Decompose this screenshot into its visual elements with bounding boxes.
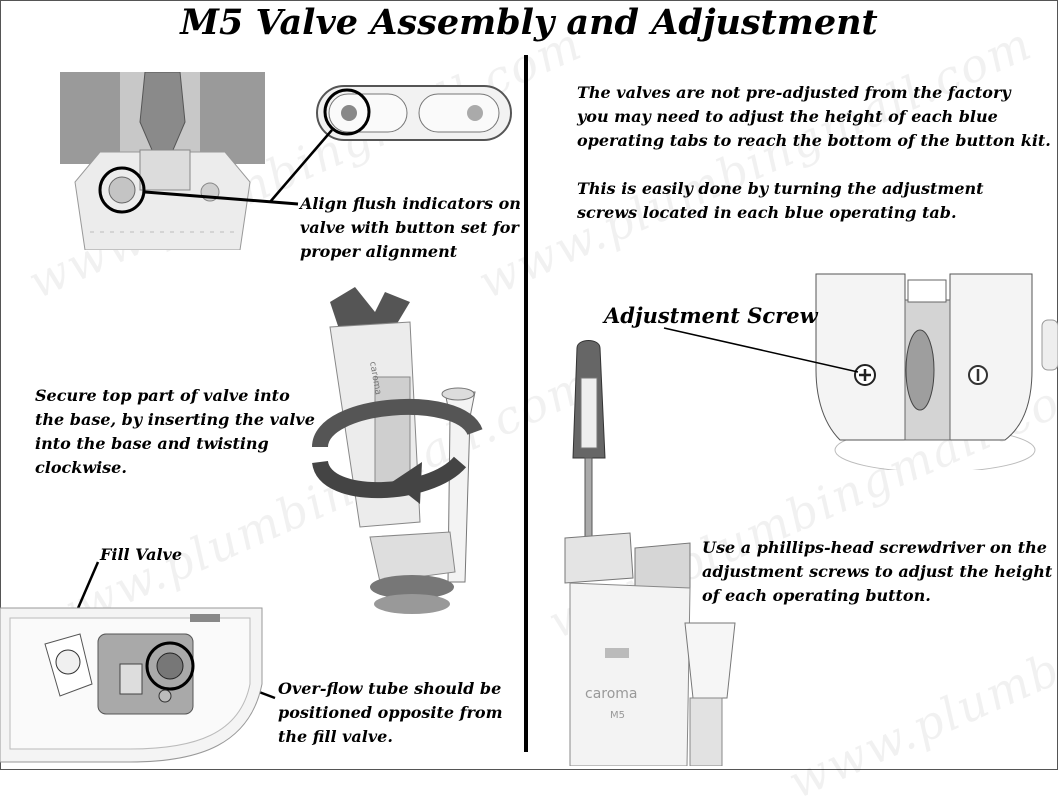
column-divider — [524, 55, 528, 752]
caption-adjustment-screw: Adjustment Screw — [604, 303, 818, 328]
valve-twist-photo: caroma — [300, 282, 490, 627]
caption-overflow: Over-flow tube should be positioned oppo… — [278, 679, 503, 746]
page-title: M5 Valve Assembly and Adjustment — [180, 2, 878, 43]
valve-brand-label-2: caroma — [585, 686, 638, 702]
tank-photo — [0, 604, 265, 764]
caption-fill-valve: Fill Valve — [100, 545, 183, 564]
adjustment-leader-line — [663, 327, 859, 373]
caption-easily-done: This is easily done by turning the adjus… — [577, 179, 984, 222]
flush-valve-photo — [60, 72, 265, 250]
caption-secure-top: Secure top part of valve into the base, … — [35, 386, 315, 477]
screwdriver-photo: caroma M5 — [555, 338, 745, 766]
caption-phillips: Use a phillips-head screwdriver on the a… — [702, 538, 1053, 605]
operating-tab-photo — [810, 270, 1058, 470]
valve-model-label: M5 — [610, 710, 625, 721]
button-set-photo — [315, 82, 515, 144]
caption-align-flush: Align flush indicators on valve with but… — [300, 194, 521, 261]
caption-not-preadjusted: The valves are not pre-adjusted from the… — [577, 83, 1051, 150]
